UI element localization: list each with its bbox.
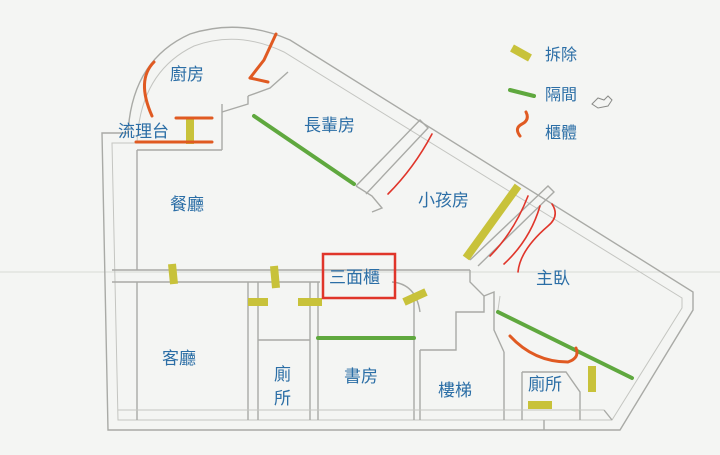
room-label-living: 客廳 — [162, 349, 196, 369]
outer-wall — [101, 26, 694, 431]
room-label-elder-room: 長輩房 — [304, 116, 355, 136]
room-label-kids-room: 小孩房 — [418, 191, 469, 211]
cabinet-marks — [134, 32, 579, 364]
room-label-kitchen: 廚房 — [170, 64, 204, 85]
hand-cursor-icon — [591, 95, 613, 109]
cabinet-master-1 — [489, 195, 529, 257]
legend-demolish-label: 拆除 — [545, 45, 577, 64]
room-label-toilet-left-2: 所 — [274, 389, 291, 409]
legend-partition-swatch — [508, 88, 536, 98]
stairs-top-wall — [420, 270, 485, 351]
room-label-three-side-cabinet: 三面櫃 — [329, 268, 380, 288]
bathroom-inner-wall — [522, 371, 581, 420]
cabinet-kitchen-curve — [143, 60, 156, 118]
demolish-mark-dining — [168, 263, 178, 285]
kids-master-divider — [469, 185, 555, 267]
demolish-mark-kids-room — [462, 183, 522, 261]
legend: 拆除 隔間 櫃體 — [508, 44, 613, 142]
legend-partition-label: 隔間 — [545, 85, 577, 104]
room-label-counter: 流理台 — [118, 122, 169, 142]
stairs-left-wall — [413, 298, 421, 420]
legend-demolish-swatch — [510, 44, 532, 62]
room-label-toilet-right: 廁所 — [528, 374, 562, 395]
partition-master-bath — [496, 310, 634, 380]
bathroom-wall — [503, 352, 523, 420]
bathroom-side-wall — [483, 290, 505, 353]
elder-room-left-wall — [221, 96, 249, 113]
cabinet-bathroom-curve — [508, 334, 579, 364]
bathroom-stubs — [543, 409, 613, 430]
room-label-dining: 餐廳 — [170, 195, 204, 215]
cabinet-elder-corner-2 — [248, 76, 270, 84]
demolition-marks — [168, 118, 596, 409]
partition-elder-room — [252, 114, 356, 186]
demolish-mark-cabinet — [402, 288, 428, 306]
cabinet-kids-1 — [387, 133, 433, 195]
legend-cabinet-swatch — [515, 110, 529, 138]
room-label-master: 主臥 — [536, 269, 570, 289]
elder-room-corner-wall — [247, 71, 289, 97]
partition-lines — [252, 114, 634, 380]
three-side-cabinet-highlight — [321, 252, 397, 300]
walls — [101, 26, 694, 431]
room-label-stairs: 樓梯 — [438, 381, 472, 401]
elder-kids-divider — [355, 119, 429, 195]
closet-stub — [355, 185, 384, 213]
room-label-toilet-left-1: 廁 — [274, 364, 291, 385]
cabinet-elder-corner — [248, 32, 278, 80]
small-wall-detail — [497, 295, 501, 311]
legend-cabinet-label: 櫃體 — [545, 123, 577, 142]
cabinet-master-2 — [503, 205, 541, 265]
cabinet-master-3 — [517, 203, 556, 273]
room-label-study: 書房 — [344, 367, 378, 387]
demolish-mark-corridor — [270, 265, 280, 289]
inner-wall — [111, 38, 683, 421]
room-labels: 廚房 流理台 長輩房 餐廳 小孩房 主臥 三面櫃 客廳 廁 所 書房 樓梯 廁所 — [118, 64, 570, 409]
